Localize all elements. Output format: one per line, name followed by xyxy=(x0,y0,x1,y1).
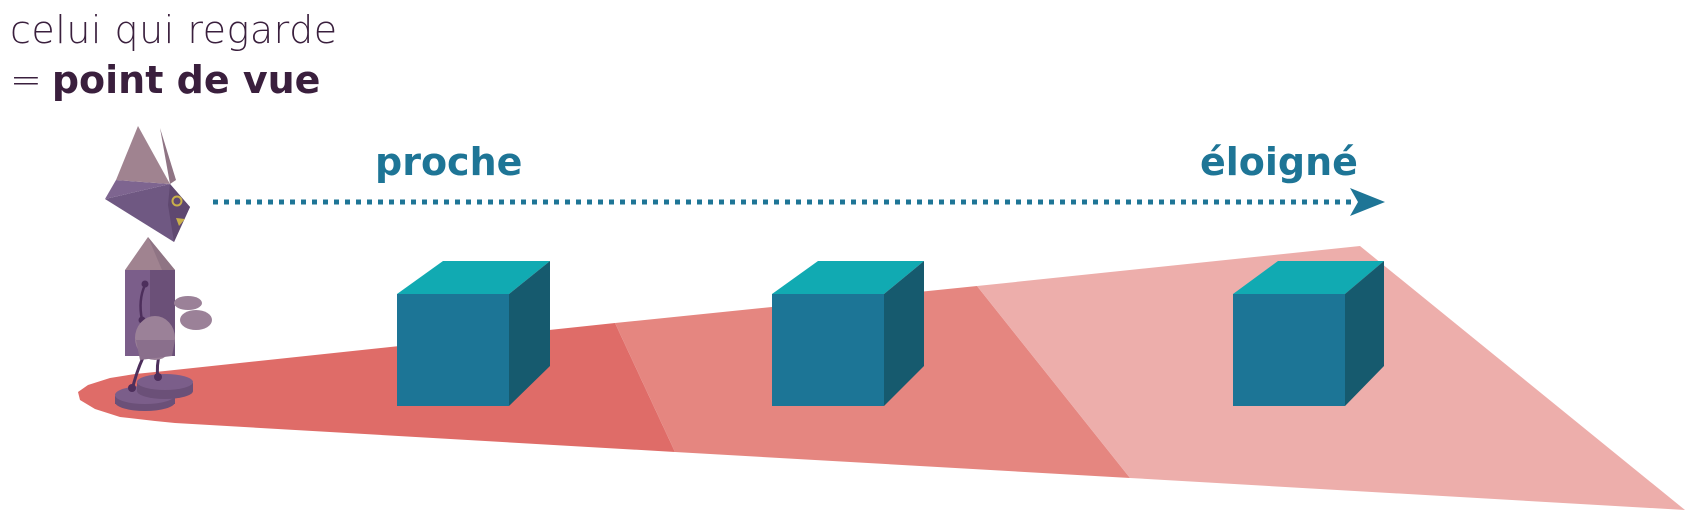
character-joint xyxy=(141,280,149,288)
character-mouth xyxy=(176,218,185,226)
cube-front-face xyxy=(772,294,884,406)
cube-front-face xyxy=(1233,294,1345,406)
cube-top-face xyxy=(397,261,550,294)
character-eye xyxy=(171,195,183,207)
cube-near xyxy=(397,261,550,406)
character-paw xyxy=(136,340,175,360)
cube-front-face xyxy=(397,294,509,406)
observer-character xyxy=(105,126,212,411)
label-far: éloigné xyxy=(1200,140,1358,184)
character-hat xyxy=(148,237,175,270)
arrow-head xyxy=(1350,188,1385,216)
character-joint xyxy=(128,384,136,392)
cube-top-face xyxy=(1233,261,1384,294)
point-of-view-term: point de vue xyxy=(51,58,321,102)
cube-middle xyxy=(772,261,924,406)
direction-arrow xyxy=(213,188,1385,216)
character-joint xyxy=(154,373,162,381)
caption-point-of-view: =point de vue xyxy=(10,58,320,102)
cube-top-face xyxy=(772,261,924,294)
cube-side-face xyxy=(884,261,924,406)
label-near: proche xyxy=(375,140,523,184)
character-ear xyxy=(116,126,170,184)
character-tail xyxy=(180,310,212,330)
equals-sign: = xyxy=(10,58,42,102)
caption-observer: celui qui regarde xyxy=(10,8,338,52)
character-foot xyxy=(137,374,193,390)
cube-far xyxy=(1233,261,1384,406)
character-ear xyxy=(160,128,176,184)
character-head xyxy=(105,180,170,199)
character-tail xyxy=(174,296,202,310)
cube-side-face xyxy=(509,261,550,406)
cube-side-face xyxy=(1345,261,1384,406)
